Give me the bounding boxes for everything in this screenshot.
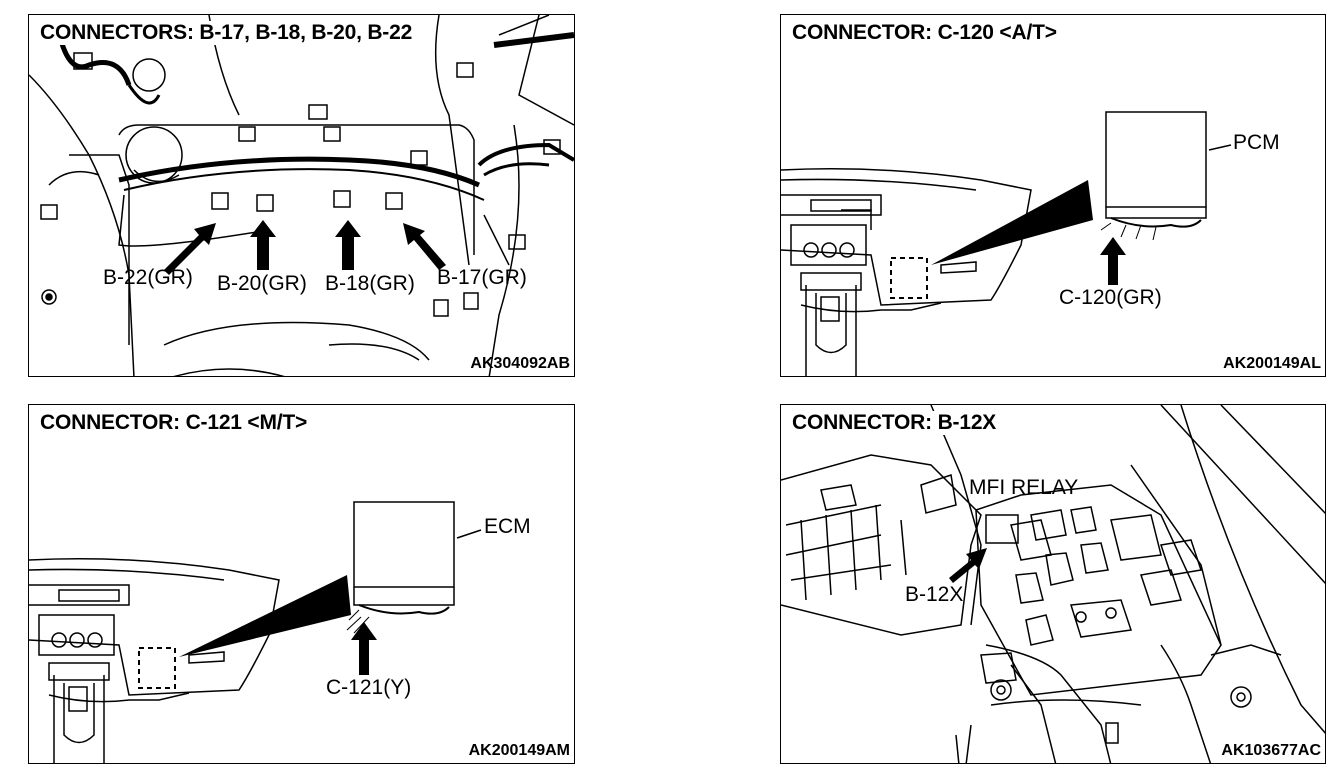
diagram-panel-c121: CONNECTOR: C-121 <M/T> ECM C-121(Y) AK20… (28, 404, 575, 764)
engine-bay-illustration (29, 15, 574, 376)
connector-label-b20: B-20(GR) (217, 272, 307, 295)
figure-code: AK103677AC (1221, 742, 1321, 759)
panel-title: CONNECTOR: B-12X (790, 411, 999, 435)
diagram-panel-c120: CONNECTOR: C-120 <A/T> PCM C-120(GR) AK2… (780, 14, 1326, 377)
panel-title: CONNECTORS: B-17, B-18, B-20, B-22 (38, 21, 415, 45)
figure-code: AK200149AL (1223, 355, 1321, 372)
connector-label-c121: C-121(Y) (326, 676, 412, 699)
connector-label-b18: B-18(GR) (325, 272, 415, 295)
relay-box-illustration (781, 405, 1325, 763)
dashboard-illustration (29, 501, 482, 763)
figure-code: AK200149AM (468, 742, 570, 759)
figure-code: AK304092AB (470, 355, 570, 372)
diagram-panel-b12x: CONNECTOR: B-12X MFI RELAY B-12X AK10367… (780, 404, 1326, 764)
connector-label-c120: C-120(GR) (1059, 286, 1162, 309)
component-label-pcm: PCM (1233, 131, 1280, 154)
diagram-panel-b17-b22: CONNECTORS: B-17, B-18, B-20, B-22 B-22(… (28, 14, 575, 377)
zoom-wedge-icon (931, 180, 1126, 285)
panel-title: CONNECTOR: C-121 <M/T> (38, 411, 310, 435)
connector-label-b17: B-17(GR) (437, 266, 527, 289)
component-label-ecm: ECM (484, 515, 531, 538)
arrow-icon (949, 548, 987, 583)
connector-label-b22: B-22(GR) (103, 266, 193, 289)
dashboard-illustration (781, 111, 1232, 376)
component-label-mfi-relay: MFI RELAY (969, 476, 1079, 499)
zoom-wedge-icon (179, 575, 377, 675)
panel-title: CONNECTOR: C-120 <A/T> (790, 21, 1059, 45)
connector-label-b12x: B-12X (905, 583, 964, 606)
arrow-icon (164, 220, 446, 275)
